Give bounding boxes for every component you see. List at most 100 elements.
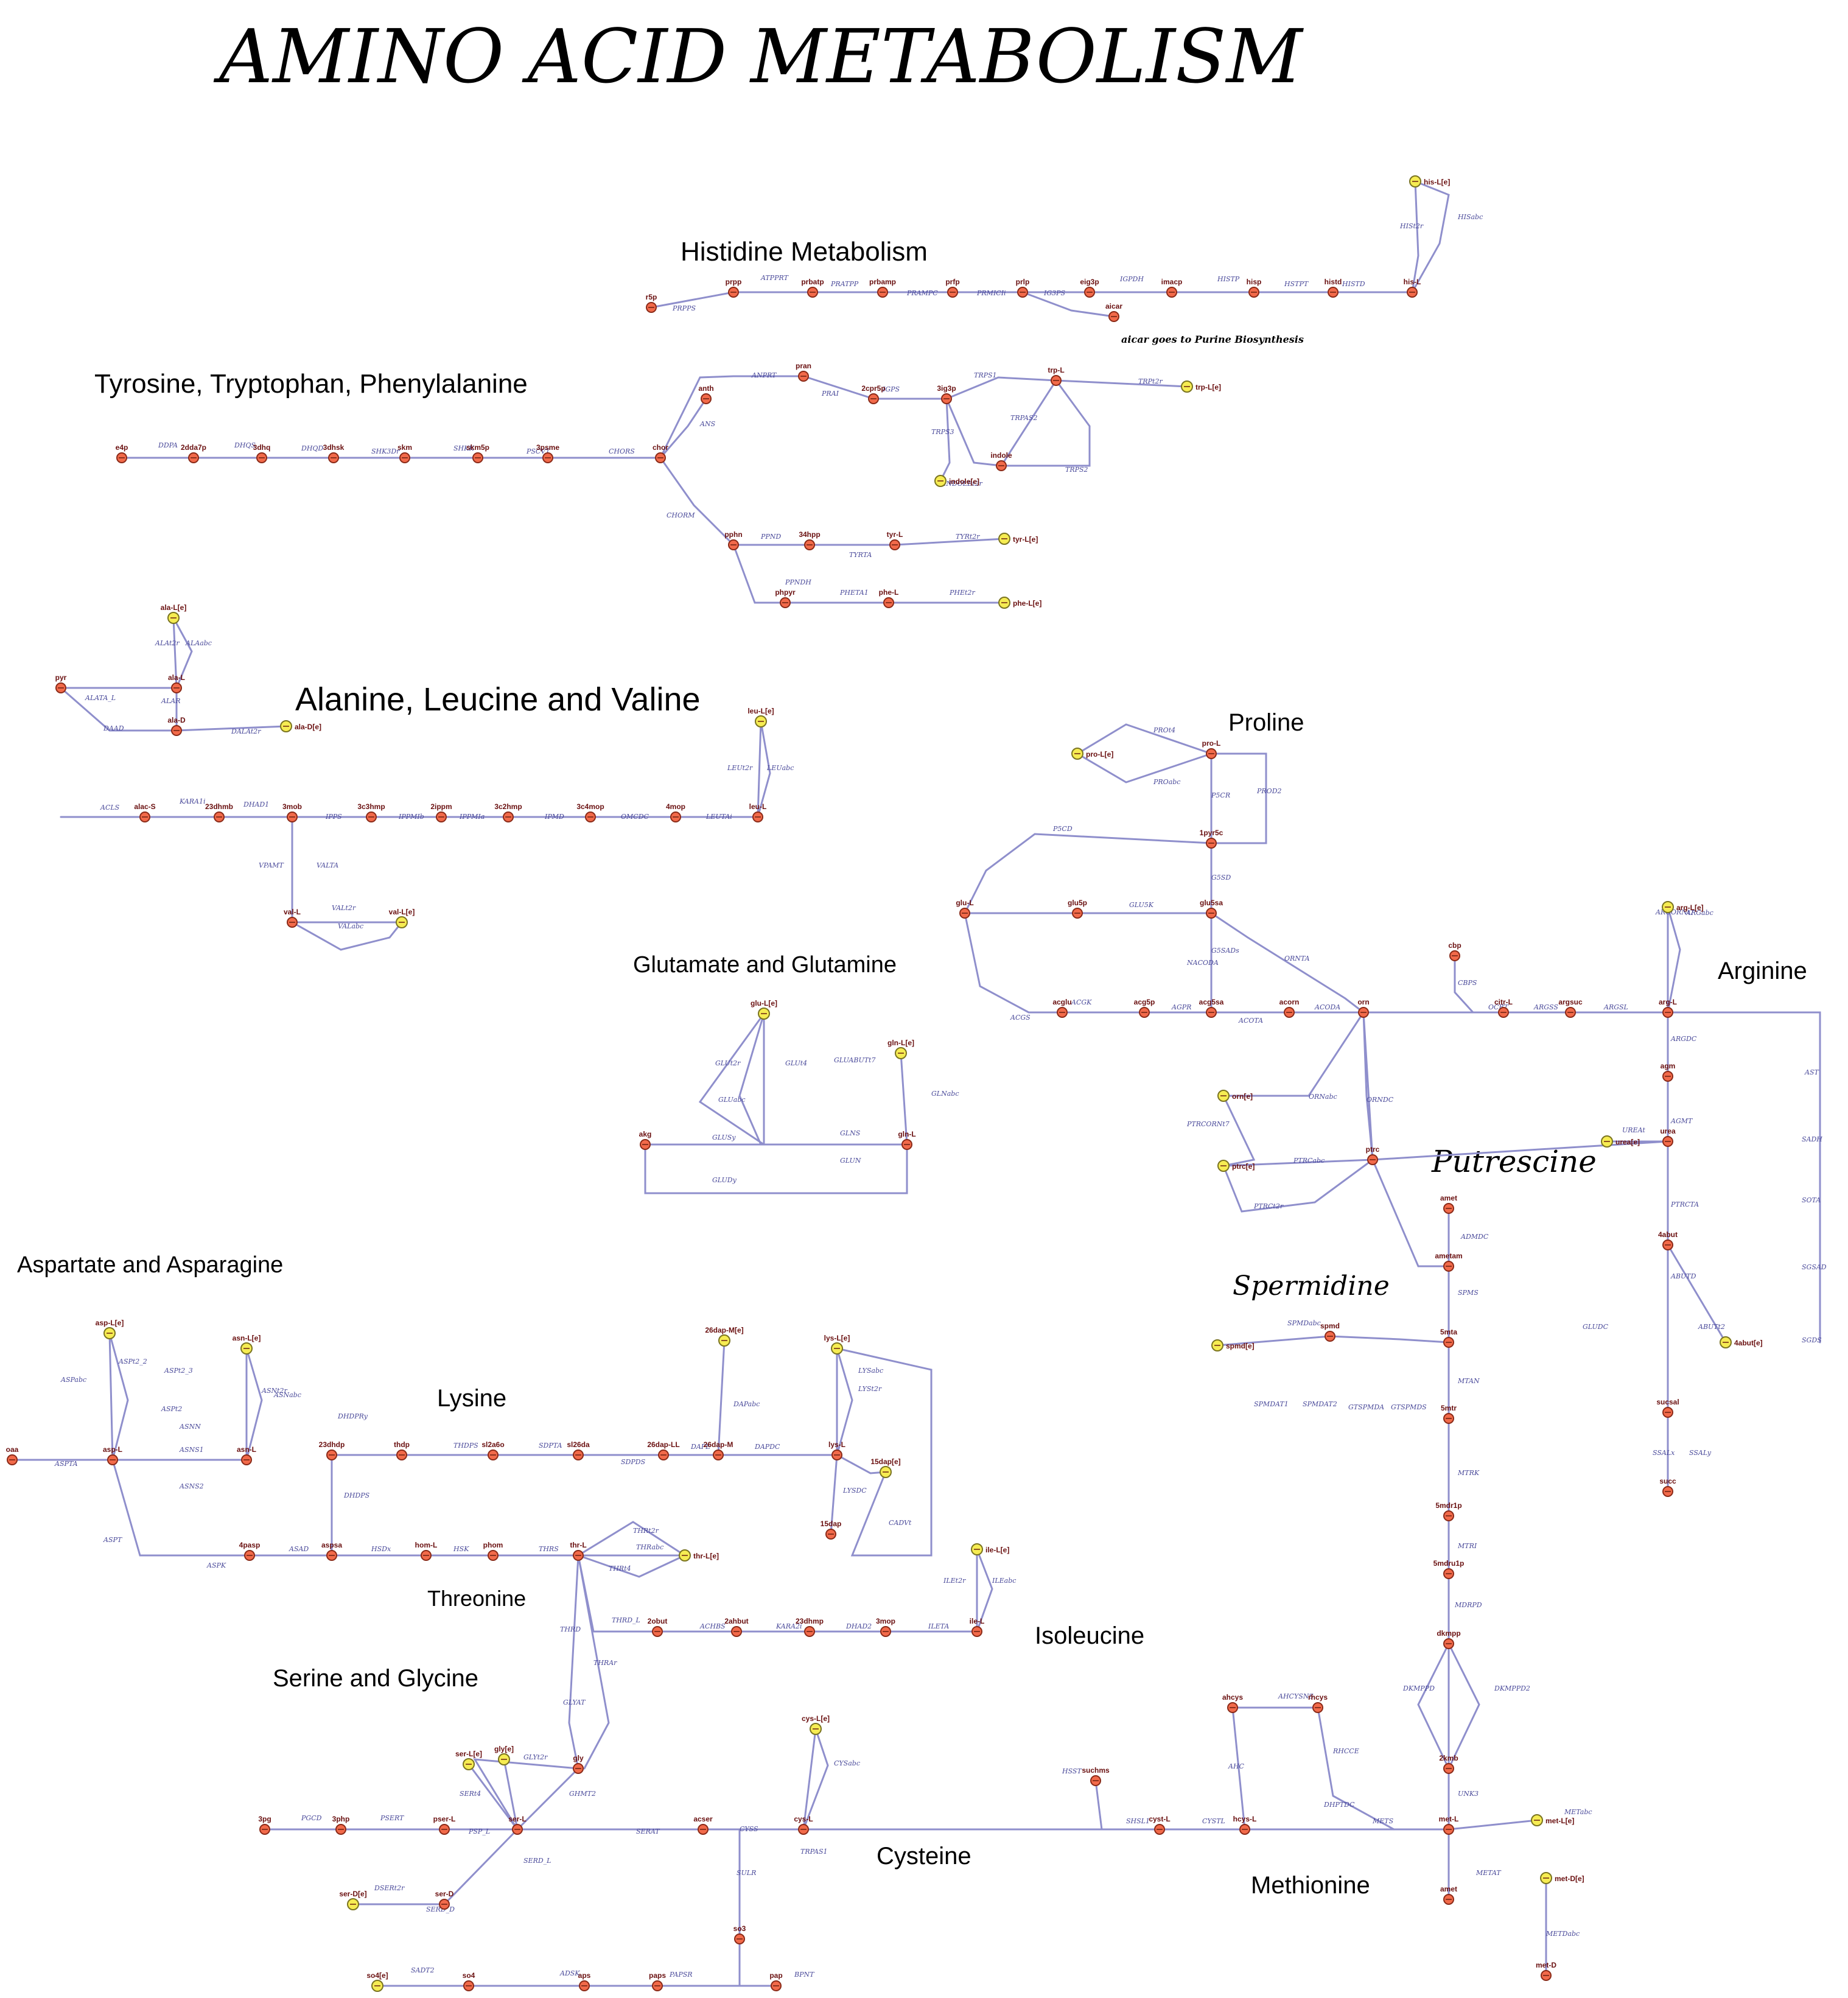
metabolite-node[interactable]: phom <box>483 1541 503 1561</box>
external-metabolite-node[interactable]: tyr-L[e] <box>998 533 1038 545</box>
metabolite-node[interactable]: 3ig3p <box>937 384 956 404</box>
metabolite-node[interactable]: asn-L <box>237 1445 256 1465</box>
metabolite-node[interactable]: asp-L <box>103 1445 122 1465</box>
metabolite-node[interactable]: acser <box>693 1815 713 1835</box>
metabolite-node[interactable]: 3php <box>332 1815 350 1835</box>
metabolite-node[interactable]: sl2a6o <box>481 1440 505 1460</box>
metabolite-node[interactable]: suchms <box>1082 1766 1110 1786</box>
metabolite-node[interactable]: anth <box>698 384 714 404</box>
metabolite-node[interactable]: hom-L <box>415 1541 438 1561</box>
metabolite-node[interactable]: 2kmb <box>1439 1754 1458 1774</box>
metabolite-node[interactable]: thr-L <box>570 1541 587 1561</box>
metabolite-node[interactable]: pser-L <box>433 1815 456 1835</box>
metabolite-node[interactable]: phpyr <box>775 588 796 608</box>
metabolite-node[interactable]: chor <box>653 443 668 463</box>
metabolite-node[interactable]: aps <box>578 1971 591 1991</box>
metabolite-node[interactable]: 5mta <box>1440 1328 1457 1348</box>
metabolite-node[interactable]: 3mop <box>876 1617 895 1637</box>
metabolite-node[interactable]: indole <box>990 451 1012 471</box>
metabolite-node[interactable]: glu5sa <box>1200 899 1223 919</box>
metabolite-node[interactable]: skm <box>397 443 412 463</box>
metabolite-node[interactable]: prbatp <box>801 278 824 298</box>
metabolite-node[interactable]: 3c2hmp <box>494 802 522 822</box>
metabolite-node[interactable]: cys-L <box>794 1815 813 1835</box>
external-metabolite-node[interactable]: val-L[e] <box>389 908 415 928</box>
metabolite-node[interactable]: 3psme <box>536 443 559 463</box>
external-metabolite-node[interactable]: thr-L[e] <box>679 1549 719 1562</box>
metabolite-node[interactable]: 4abut <box>1658 1230 1678 1250</box>
external-metabolite-node[interactable]: ser-L[e] <box>455 1750 482 1770</box>
external-metabolite-node[interactable]: cys-L[e] <box>802 1714 830 1735</box>
metabolite-node[interactable]: 5mtr <box>1441 1404 1457 1424</box>
external-metabolite-node[interactable]: leu-L[e] <box>747 707 774 727</box>
metabolite-node[interactable]: hisp <box>1247 278 1262 298</box>
metabolite-node[interactable]: 3dhq <box>253 443 271 463</box>
metabolite-node[interactable]: eig3p <box>1080 278 1099 298</box>
metabolite-node[interactable]: 3pg <box>258 1815 271 1835</box>
metabolite-node[interactable]: urea <box>1660 1127 1676 1147</box>
metabolite-node[interactable]: trp-L <box>1048 366 1065 386</box>
metabolite-node[interactable]: 23dhdp <box>319 1440 345 1460</box>
external-metabolite-node[interactable]: 4abut[e] <box>1720 1336 1763 1348</box>
external-metabolite-node[interactable]: his-L[e] <box>1409 175 1450 188</box>
metabolite-node[interactable]: glu-L <box>956 899 974 919</box>
external-metabolite-node[interactable]: spmd[e] <box>1211 1339 1255 1351</box>
metabolite-node[interactable]: ahcys <box>1222 1693 1243 1713</box>
metabolite-node[interactable]: 15dap <box>821 1520 842 1540</box>
metabolite-node[interactable]: histd <box>1325 278 1342 298</box>
metabolite-node[interactable]: citr-L <box>1494 998 1513 1018</box>
metabolite-node[interactable]: argsuc <box>1558 998 1583 1018</box>
metabolite-node[interactable]: 23dhmb <box>205 802 233 822</box>
metabolite-node[interactable]: dkmpp <box>1437 1629 1461 1649</box>
metabolite-node[interactable]: ptrc <box>1366 1145 1380 1165</box>
external-metabolite-node[interactable]: asn-L[e] <box>233 1334 261 1355</box>
metabolite-node[interactable]: met-D <box>1536 1961 1556 1981</box>
metabolite-node[interactable]: pphn <box>724 530 743 550</box>
metabolite-node[interactable]: paps <box>649 1971 666 1991</box>
metabolite-node[interactable]: 23dhmp <box>796 1617 824 1637</box>
metabolite-node[interactable]: aspsa <box>321 1541 342 1561</box>
external-metabolite-node[interactable]: gly[e] <box>494 1745 514 1765</box>
metabolite-node[interactable]: spmd <box>1320 1322 1340 1342</box>
external-metabolite-node[interactable]: ala-D[e] <box>280 720 321 732</box>
metabolite-node[interactable]: pran <box>796 362 811 382</box>
external-metabolite-node[interactable]: arg-L[e] <box>1662 901 1704 913</box>
metabolite-node[interactable]: hcys-L <box>1233 1815 1257 1835</box>
metabolite-node[interactable]: glu5p <box>1068 899 1087 919</box>
external-metabolite-node[interactable]: indole[e] <box>934 475 979 487</box>
metabolite-node[interactable]: arg-L <box>1659 998 1677 1018</box>
metabolite-node[interactable]: 3c3hmp <box>357 802 385 822</box>
external-metabolite-node[interactable]: so4[e] <box>366 1971 388 1992</box>
metabolite-node[interactable]: prfp <box>945 278 960 298</box>
external-metabolite-node[interactable]: ptrc[e] <box>1217 1160 1255 1172</box>
metabolite-node[interactable]: ser-D <box>435 1890 454 1910</box>
external-metabolite-node[interactable]: ala-L[e] <box>161 603 187 624</box>
metabolite-node[interactable]: 4pasp <box>239 1541 261 1561</box>
metabolite-node[interactable]: thdp <box>394 1440 410 1460</box>
external-metabolite-node[interactable]: 26dap-M[e] <box>705 1326 744 1347</box>
metabolite-node[interactable]: akg <box>639 1130 652 1150</box>
external-metabolite-node[interactable]: ile-L[e] <box>971 1543 1009 1555</box>
external-metabolite-node[interactable]: met-D[e] <box>1540 1872 1584 1884</box>
metabolite-node[interactable]: 26dap-LL <box>647 1440 680 1460</box>
metabolite-node[interactable]: ala-L <box>168 673 185 693</box>
metabolite-node[interactable]: val-L <box>284 908 301 928</box>
external-metabolite-node[interactable]: met-L[e] <box>1531 1814 1574 1826</box>
metabolite-node[interactable]: sucsal <box>1656 1398 1679 1418</box>
metabolite-node[interactable]: cyst-L <box>1149 1815 1171 1835</box>
external-metabolite-node[interactable]: trp-L[e] <box>1181 380 1221 393</box>
metabolite-node[interactable]: acglu <box>1052 998 1072 1018</box>
metabolite-node[interactable]: phe-L <box>879 588 899 608</box>
metabolite-node[interactable]: r5p <box>646 293 657 313</box>
metabolite-node[interactable]: 2ahbut <box>724 1617 749 1637</box>
metabolite-node[interactable]: oaa <box>6 1445 19 1465</box>
metabolite-node[interactable]: acg5sa <box>1199 998 1224 1018</box>
external-metabolite-node[interactable]: ser-D[e] <box>339 1890 367 1910</box>
external-metabolite-node[interactable]: lys-L[e] <box>824 1334 850 1355</box>
metabolite-node[interactable]: agm <box>1661 1062 1676 1082</box>
metabolite-node[interactable]: lys-L <box>828 1440 845 1460</box>
metabolite-node[interactable]: 26dap-M <box>704 1440 733 1460</box>
metabolite-node[interactable]: prlp <box>1016 278 1030 298</box>
metabolite-node[interactable]: 3dhsk <box>323 443 345 463</box>
metabolite-node[interactable]: prbamp <box>869 278 896 298</box>
